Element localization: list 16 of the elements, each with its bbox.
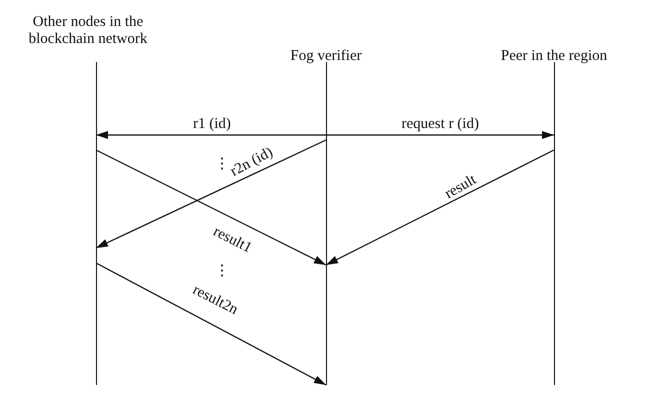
message-label: request r (id): [402, 116, 479, 132]
message-label: r1 (id): [193, 116, 231, 132]
message-label: result1: [210, 224, 254, 256]
continuation-dots: ⋮: [214, 156, 230, 172]
message-label: r2n (id): [227, 144, 275, 180]
message-arrow: [326, 131, 554, 139]
message-label: result: [442, 172, 479, 202]
lifeline-heading: Peer in the region: [500, 48, 608, 65]
message-arrow: [326, 149, 554, 266]
lifeline-heading: Other nodes in the blockchain network: [28, 14, 148, 48]
message-arrow: [96, 149, 326, 266]
message-arrow: [96, 131, 326, 139]
message-arrow: [96, 262, 326, 386]
continuation-dots: ⋮: [214, 263, 230, 279]
lifeline-heading: Fog verifier: [289, 48, 363, 65]
message-arrow: [96, 139, 326, 249]
